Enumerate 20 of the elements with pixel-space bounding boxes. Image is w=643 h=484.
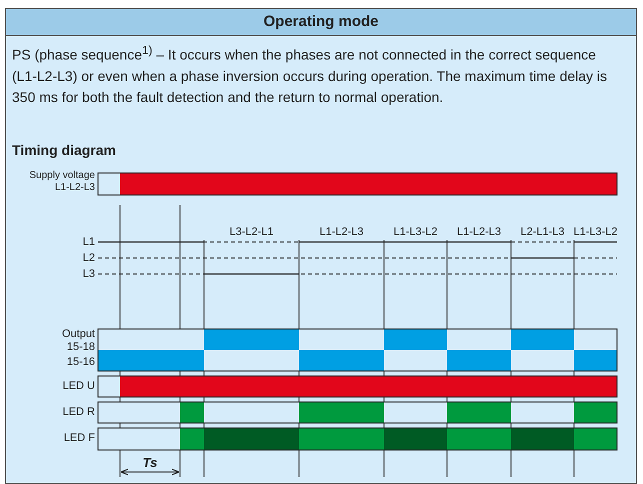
signal-name: 15-18: [66, 341, 95, 354]
signal-name: Supply voltage L1-L2-L3: [28, 170, 95, 194]
signal-name: LED F: [64, 432, 95, 445]
signal-name: LED R: [62, 406, 95, 419]
section-heading: Timing diagram: [12, 142, 116, 158]
sequence-label: L1-L2-L3: [318, 225, 365, 239]
signal-name: Output: [62, 328, 95, 341]
sequence-label: L2-L1-L3: [519, 225, 566, 239]
description-paragraph: PS (phase sequence$^{1)}$ – It occurs when the phases are not connected in the correct sequence (L1-L2-L3) or even when a phase inversion occurs during operation. The maximum time delay is 350 ms for both the fault detection and the return to normal operation.: [12, 43, 608, 107]
signal-name: 15-16: [66, 356, 95, 369]
phase-name: L2: [82, 251, 95, 265]
duration-label: Ts: [142, 455, 158, 470]
phase-name: L1: [82, 235, 95, 249]
title-bar: Operating mode: [6, 9, 636, 36]
phase-name: L3: [82, 267, 95, 281]
sequence-label: L3-L2-L1: [228, 225, 275, 239]
sequence-label: L1-L2-L3: [456, 225, 502, 239]
sequence-label: L1-L3-L2: [392, 225, 439, 239]
signal-name: LED U: [62, 380, 95, 393]
sequence-label: L1-L3-L2: [572, 225, 619, 239]
